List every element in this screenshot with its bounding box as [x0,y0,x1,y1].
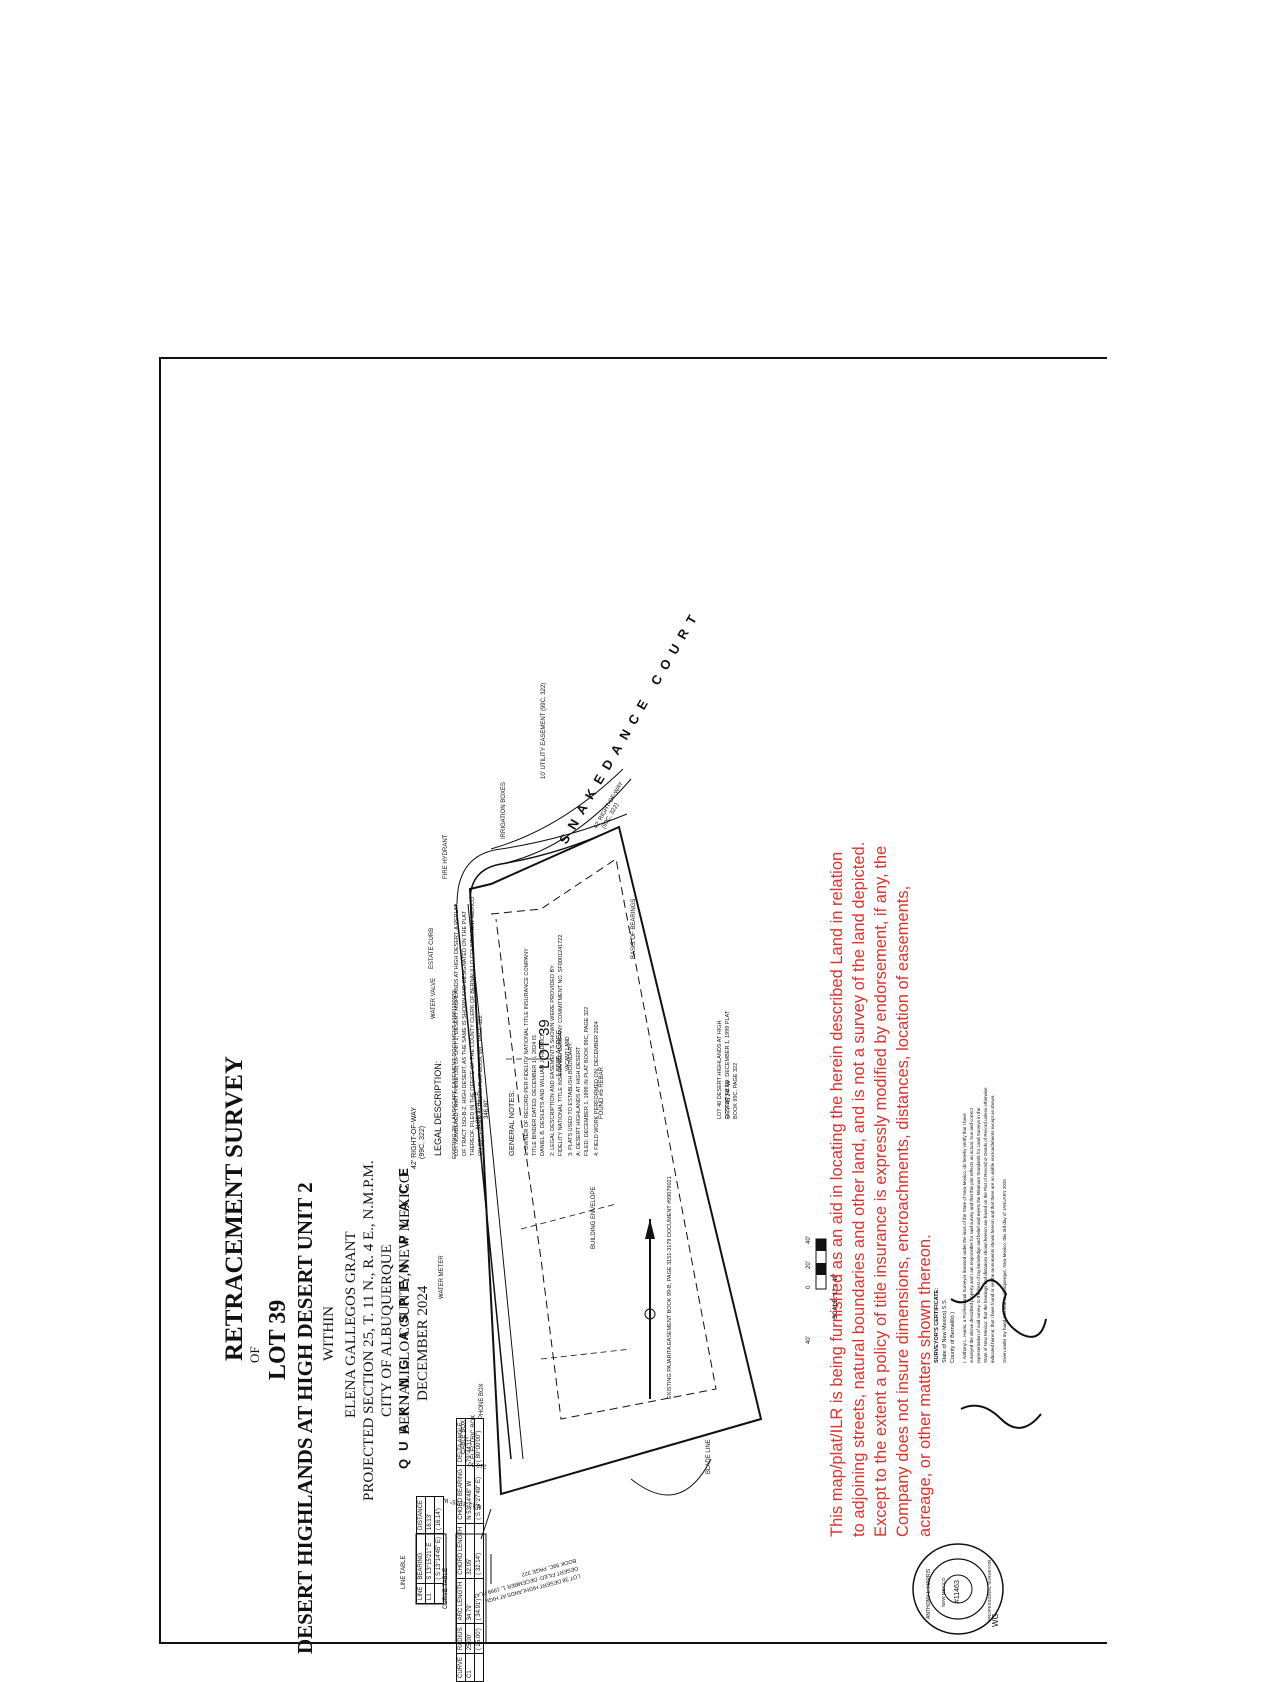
curve-table-cell: ( 34.91') [474,1578,484,1624]
scale-tick-4: 40' [806,1336,812,1344]
seal-number: #11463 [954,1580,961,1603]
label-water-valve: WATER VALVE [431,977,437,1019]
label-basis-of-bearings: BASIS OF BEARINGS [631,898,637,959]
curve-table-head: ARC LENGTH [456,1578,466,1624]
plat-drawing [415,768,1047,1642]
title-grant: ELENA GALLEGOS GRANT [343,1231,359,1418]
line-table-cell: L1 [425,1583,435,1604]
label-phone-box: PHONE BOX [479,1383,485,1419]
disclaimer-line-5: acreage, or other matters shown thereon. [916,1234,934,1537]
curve-table-cell: 25.00' [465,1623,475,1654]
title-section: PROJECTED SECTION 25, T. 11 N., R. 4 E.,… [361,1160,377,1501]
scale-tick-3: 0 [806,1285,812,1289]
distance-top: 346.80' [484,1099,490,1120]
adjacent-lot-40: LOT 40 DESERT HIGHLANDS AT HIGH DESERT F… [717,1010,739,1119]
plat-sheet: RETRACEMENT SURVEY OF LOT 39 DESERT HIGH… [159,357,1107,1682]
title-within: WITHIN [321,1306,337,1361]
label-fire-hydrant: FIRE HYDRANT [443,834,449,879]
lot-area: 1.5585 ACRES [556,1029,563,1077]
lot-name: LOT 39 [536,1019,553,1069]
line-table-cell: 16.13' [425,1496,435,1534]
curve-table-cell: ( 80°00'00") [474,1418,484,1466]
curve-table-cell: ( S 53°27'49" E) [474,1465,484,1524]
title-of: OF [247,1346,262,1363]
seal-name: ANTHONY L. HARRIS [926,1568,932,1619]
lot-number-title: LOT 39 [265,1299,291,1380]
curve-table-head: CHORD BEARING [456,1465,466,1524]
curve-table-cell: 34.79' [465,1578,475,1624]
note-3c: FILED: DECEMBER 1, 1999 IN PLAT BOOK 99C… [584,1006,590,1156]
street-quaking-aspen-row: 42' RIGHT-OF-WAY [411,1106,418,1169]
line-table-head-distance: DISTANCE [416,1496,426,1534]
curve-table-cell: 32.05' [465,1523,475,1579]
curve-table-head: RADIUS [456,1623,466,1654]
label-pajarita-easement: EXISTING PAJARITA EASEMENT BOOK 99-B, PA… [667,1176,673,1399]
surveyor-seal [912,1543,1004,1635]
survey-title: RETRACEMENT SURVEY [221,1056,248,1361]
seal-state: NEW MEXICO [941,1577,946,1607]
label-landscape-easement: EXISTING 25' LANDSCAPE EASEMENT DOCUMENT… [452,990,458,1159]
certificate-county: County of Bernalillo ) [950,1311,956,1363]
scale-tick-1: 40' [806,1236,812,1244]
disclaimer-line-1: This map/plat/ILR is being furnished as … [828,851,846,1537]
curve-table: CURVE RADIUS ARC LENGTH CHORD LENGTH CHO… [456,1418,484,1682]
line-table-cell: S 13°15'21" E [425,1533,435,1584]
note-1a: 1: OWNER OF RECORD PER FIDELITY NATIONAL… [524,948,530,1156]
curve-table-cell: ( 32.14') [474,1523,484,1579]
certificate-body-6: Given under my hand and seal at Albuquer… [1002,1179,1007,1363]
curve-table-head: DELTA ANGLE [456,1418,466,1466]
label-utility-easement: 10' UTILITY EASEMENT (99C, 322) [541,682,547,779]
street-quaking-aspen: QUAKING ASPEN PLACE [396,1160,411,1469]
line-table-cell: ( 16.14') [434,1496,444,1534]
label-blade-line: BLADE LINE [706,1439,712,1474]
curve-table-title: CURVE TABLE [443,1567,449,1609]
curve-table-head: CHORD LENGTH [456,1523,466,1579]
line-table-title: LINE TABLE [401,1555,407,1589]
disclaimer-line-3: Except to the extent a policy of title i… [872,845,890,1537]
lot-use: VACANT LAND [565,1036,571,1071]
lot-boundary [468,825,763,1496]
curve-table-head: CURVE [456,1653,466,1682]
label-water-meter: WATER METER [439,1255,445,1299]
title-city: CITY OF ALBUQUERQUE [379,1244,395,1417]
label-irrigation-boxes: IRRIGATION BOXES [501,782,507,839]
certificate-state: State of New Mexico) S.S. [942,1298,948,1363]
curve-table-cell: 79°44'11" [465,1418,475,1466]
bearing-top: N 86°59'41" E [476,1091,482,1129]
scale-tick-2: 20' [806,1261,812,1269]
watermark: WG [991,1613,1000,1627]
legal-line-4: ON DECEMBER 1, 1999 IN PLAT BOOK 99C, PA… [478,1014,484,1156]
curve-table-cell: C1 [465,1653,475,1682]
legal-line-2: OF TRACT 15D-B-2, HIGH DESERT, AS THE SA… [462,910,468,1156]
curve-table-cell: ( 25.00') [474,1623,484,1654]
title-date: DECEMBER 2024 [415,1285,431,1401]
certificate-body-5: indicated hereon; that I have found or s… [990,1094,995,1363]
curve-table-cell: N 53°14'48" W [465,1465,475,1524]
surveyor-signature [950,1279,1047,1429]
disclaimer-line-2: to adjoining streets, natural boundaries… [850,841,868,1537]
subdivision-title: DESERT HIGHLANDS AT HIGH DESERT UNIT 2 [293,1182,317,1654]
label-estate-curb: ESTATE CURB [429,927,435,969]
note-3b: A: DESERT HIGHLANDS AT HIGH DESERT [576,1046,582,1156]
disclaimer-line-4: Company does not insure dimensions, encr… [894,885,912,1537]
notes-heading: GENERAL NOTES: [507,1090,516,1156]
label-building-envelope: BUILDING ENVELOPE [591,1186,597,1249]
curve-table-cell [474,1653,484,1682]
label-found-rebar: FOUND #5 REBAR [599,1066,605,1119]
line-table-head-bearing: BEARING [416,1533,426,1584]
street-quaking-aspen-ref: (99C, 322) [419,1125,426,1159]
legal-heading: LEGAL DESCRIPTION: [433,1060,443,1156]
line-table-head-line: LINE [416,1583,426,1604]
seal-bottom: PROFESSIONAL SURVEYOR [987,1559,992,1621]
